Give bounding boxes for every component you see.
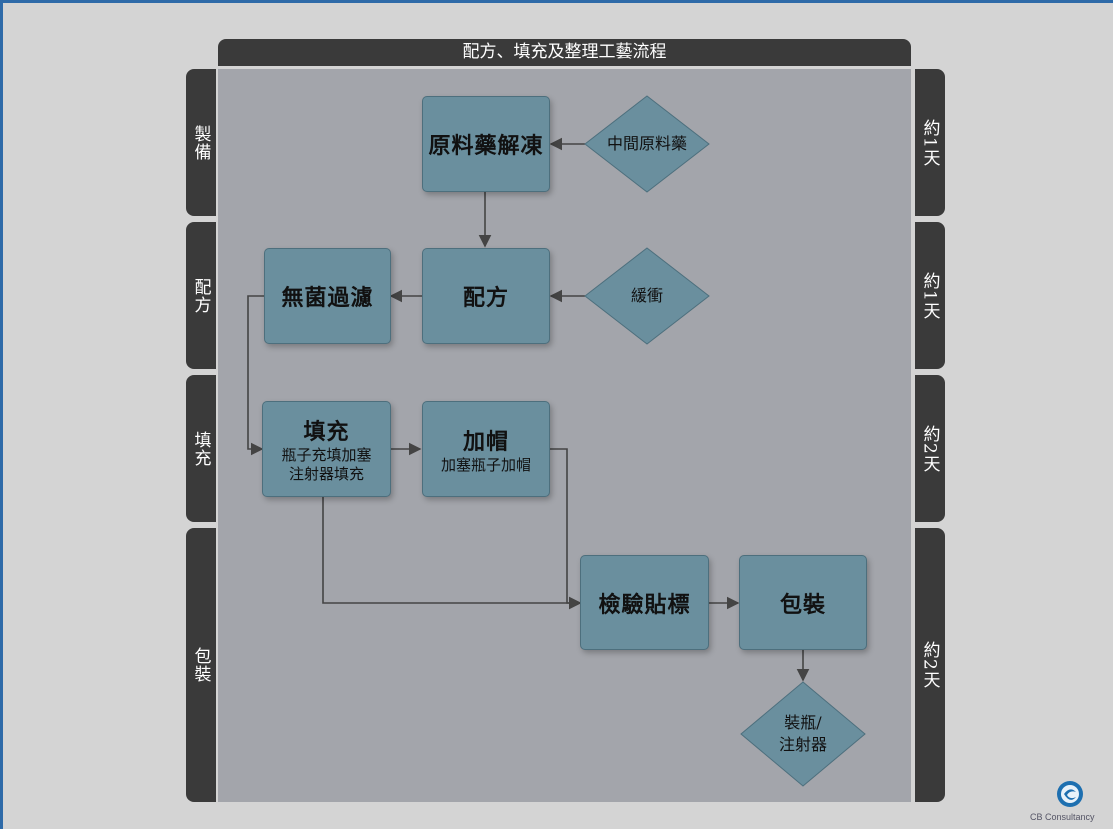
lane-label: 填充 xyxy=(190,430,211,467)
box-thaw: 原料藥解凍 xyxy=(422,96,550,192)
lane-label: 約2天 xyxy=(919,424,940,473)
box-formulation: 配方 xyxy=(422,248,550,344)
box-title: 加帽 xyxy=(462,428,509,455)
box-title: 填充 xyxy=(303,419,350,445)
lane-right-duration-4: 約2天 xyxy=(915,528,945,802)
lane-left-packaging: 包裝 xyxy=(186,528,216,802)
lane-label: 約2天 xyxy=(919,641,940,689)
diamond-output-label: 裝瓶/ 注射器 xyxy=(750,710,856,758)
diamond-output-line1: 裝瓶/ xyxy=(784,713,822,732)
box-title: 配方 xyxy=(462,285,509,311)
lane-left-filling: 填充 xyxy=(186,375,216,522)
lane-label: 製備 xyxy=(190,124,211,161)
box-title: 無菌過濾 xyxy=(281,285,374,311)
box-packaging: 包裝 xyxy=(739,555,867,650)
lane-label: 約1天 xyxy=(919,118,940,167)
lane-left-prep: 製備 xyxy=(186,69,216,216)
box-filling: 填充 瓶子充填加塞 注射器填充 xyxy=(262,401,391,497)
lane-label: 約1天 xyxy=(919,271,940,320)
company-logo-icon xyxy=(1057,781,1083,807)
box-subtitle-1: 加塞瓶子加帽 xyxy=(440,455,531,474)
lane-label: 包裝 xyxy=(190,647,211,683)
box-subtitle-2: 注射器填充 xyxy=(288,465,364,483)
diamond-output-line2: 注射器 xyxy=(778,735,827,754)
box-subtitle-1: 瓶子充填加塞 xyxy=(281,446,372,464)
lane-left-formulation: 配方 xyxy=(186,222,216,369)
lane-right-duration-2: 約1天 xyxy=(915,222,945,369)
lane-label: 配方 xyxy=(190,277,211,314)
lane-right-duration-3: 約2天 xyxy=(915,375,945,522)
box-title: 原料藥解凍 xyxy=(428,133,544,159)
diamond-intermediate-label: 中間原料藥 xyxy=(606,134,687,153)
box-filtration: 無菌過濾 xyxy=(264,248,391,344)
box-title: 檢驗貼標 xyxy=(598,591,691,618)
lane-right-duration-1: 約1天 xyxy=(915,69,945,216)
diamond-buffer-label: 緩衝 xyxy=(630,286,663,305)
diagram-title: 配方、填充及整理工藝流程 xyxy=(218,39,911,66)
box-inspection: 檢驗貼標 xyxy=(580,555,709,650)
box-title: 包裝 xyxy=(779,591,826,618)
box-capping: 加帽 加塞瓶子加帽 xyxy=(422,401,550,497)
company-logo-text: CB Consultancy xyxy=(1030,812,1095,822)
